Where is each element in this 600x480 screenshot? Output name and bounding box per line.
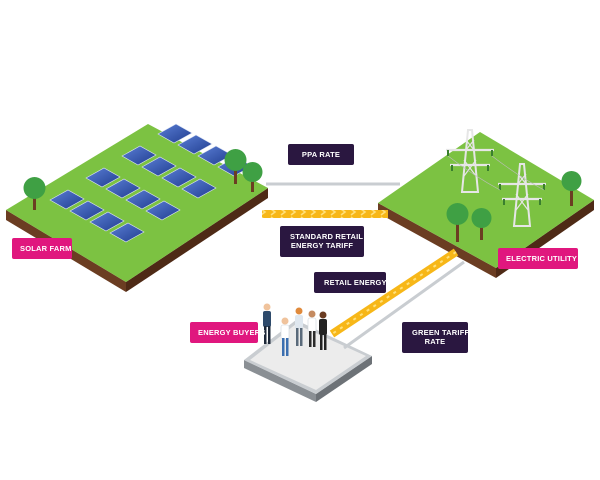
solar-panel — [157, 123, 193, 144]
person-icon — [295, 307, 303, 346]
person-icon — [263, 303, 271, 344]
standard-retail-tariff-label: STANDARD RETAIL ENERGY TARIFF — [280, 226, 364, 257]
solar-farm-label: SOLAR FARM — [12, 238, 72, 260]
standard-retail-tariff-line2: ENERGY TARIFF — [290, 241, 354, 251]
solar-panel — [89, 211, 125, 232]
tree-icon — [446, 203, 469, 242]
solar-panel — [105, 178, 141, 199]
retail-energy-label-text: RETAIL ENERGY — [324, 278, 387, 287]
solar-panel — [109, 222, 145, 243]
transmission-tower-icon — [498, 163, 546, 227]
green-tariff-rate-line2: RATE — [424, 337, 446, 347]
green-tariff-rate-label: GREEN TARIFF RATE — [402, 322, 470, 353]
ppa-rate-label: PPA RATE — [288, 144, 354, 166]
green-tariff-rate-line — [343, 260, 465, 350]
standard-retail-energy-flow — [262, 210, 388, 218]
energy-buyers-label: ENERGY BUYERS — [190, 322, 266, 344]
person-icon — [280, 317, 290, 356]
tree-icon — [224, 149, 247, 184]
green-tariff-rate-line1: GREEN TARIFF — [412, 328, 470, 337]
tree-icon — [242, 162, 263, 192]
energy-buyers-label-text: ENERGY BUYERS — [198, 328, 266, 337]
solar-panel — [145, 200, 181, 221]
power-line-icon — [447, 155, 545, 191]
standard-retail-tariff-line1: STANDARD RETAIL — [290, 232, 364, 241]
solar-panel — [177, 134, 213, 155]
tree-icon — [471, 208, 492, 240]
transmission-tower-icon — [446, 129, 494, 193]
person-icon — [319, 311, 327, 350]
solar-farm-label-text: SOLAR FARM — [20, 244, 72, 253]
ppa-rate-label-text: PPA RATE — [301, 150, 341, 159]
energy-buyers-platform — [244, 320, 372, 402]
solar-panel — [85, 167, 121, 188]
solar-panel — [49, 189, 85, 210]
electric-utility-label-text: ELECTRIC UTILITY — [506, 254, 578, 263]
electric-utility-label: ELECTRIC UTILITY — [498, 248, 578, 270]
solar-panel — [121, 145, 157, 166]
solar-panel-array — [49, 123, 253, 243]
tree-icon — [561, 171, 582, 206]
retail-energy-flow — [329, 248, 459, 338]
solar-panel — [181, 178, 217, 199]
solar-panel — [69, 200, 105, 221]
retail-energy-label: RETAIL ENERGY — [314, 272, 387, 294]
solar-panel — [125, 189, 161, 210]
solar-panel — [161, 167, 197, 188]
tree-icon — [23, 177, 46, 210]
solar-panel — [141, 156, 177, 177]
person-icon — [307, 310, 317, 347]
